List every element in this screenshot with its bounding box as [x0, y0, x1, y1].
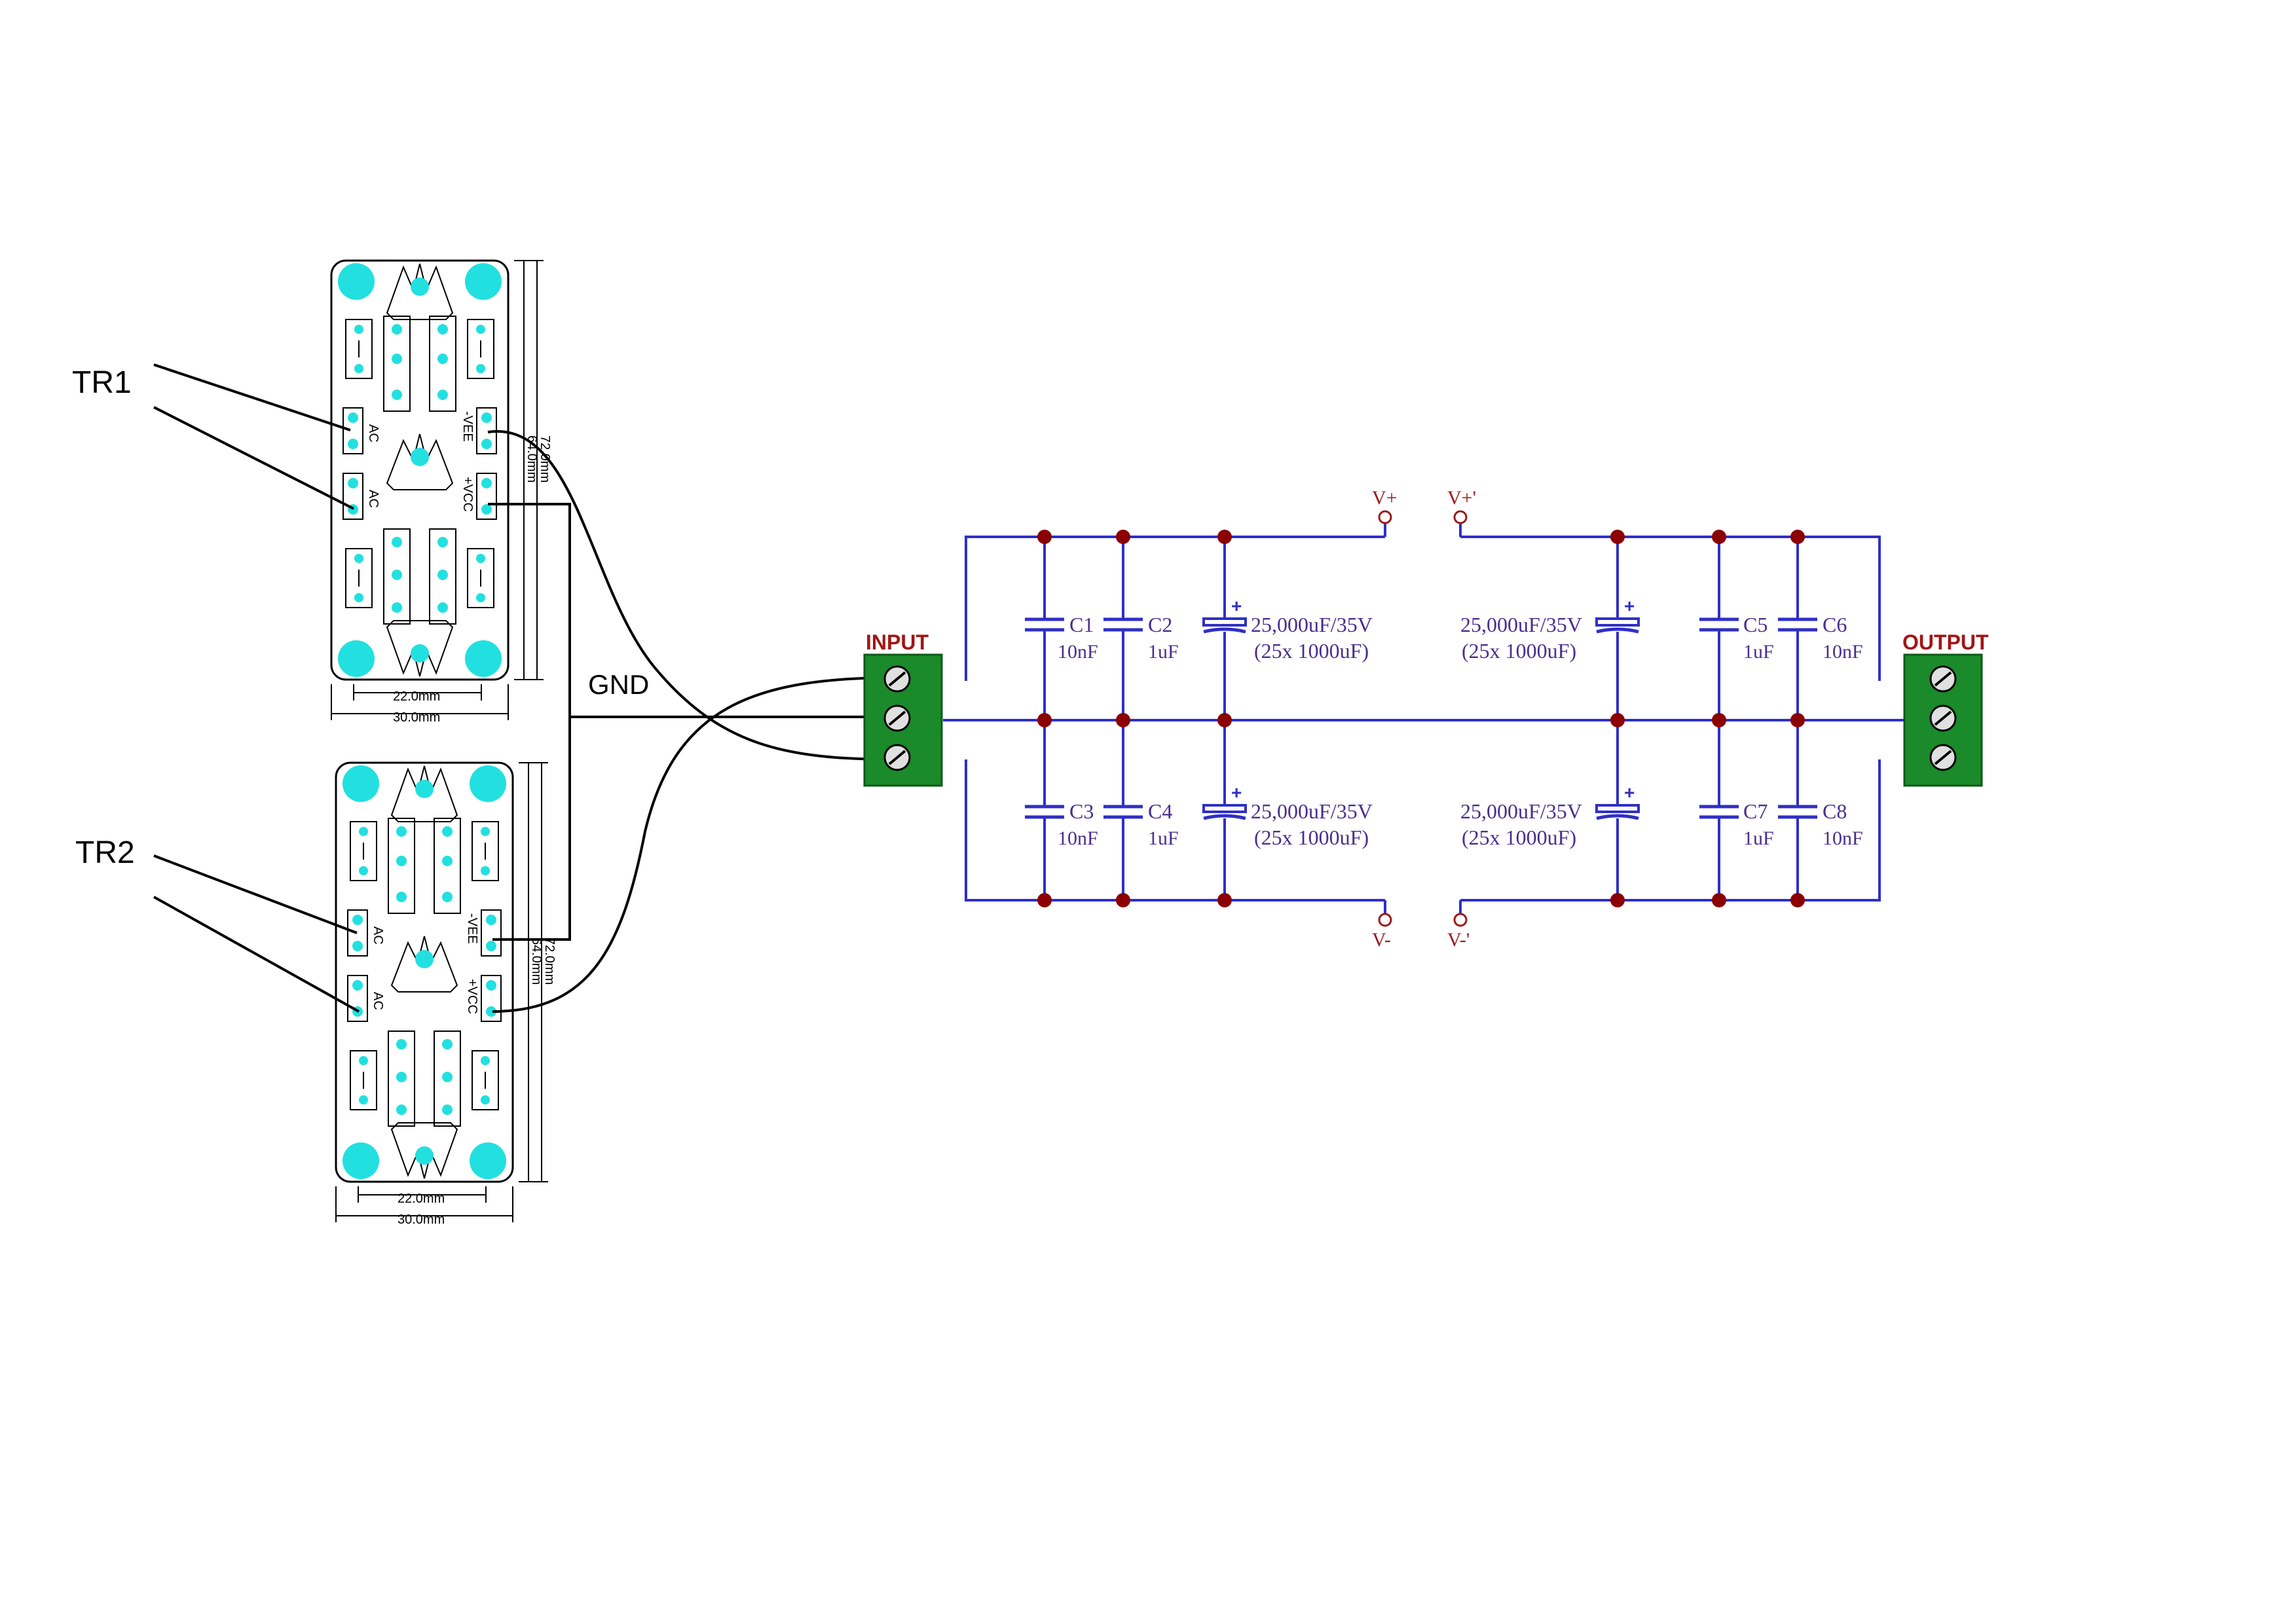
input-terminal-block	[863, 653, 943, 787]
pcb-to-input-wires	[487, 429, 898, 1013]
c3-ref: C3	[1069, 799, 1094, 823]
c1-ref: C1	[1069, 613, 1094, 636]
pcb1-dim-width-inner: 22.0mm	[393, 689, 440, 704]
bulk-cap-2-rating: 25,000uF/35V	[1460, 613, 1582, 636]
ceramic-capacitor-plates	[1025, 617, 1817, 819]
node-label-v-minus: V-	[1372, 929, 1391, 951]
pcb2-dim-height-inner: 64.0mm	[529, 938, 544, 985]
polarity-mark-2: +	[1624, 596, 1635, 616]
c7-ref: C7	[1743, 799, 1768, 823]
c6-ref: C6	[1823, 613, 1847, 636]
bulk-cap-4-composition: (25x 1000uF)	[1462, 826, 1576, 849]
label-tr1: TR1	[72, 365, 132, 400]
c8-ref: C8	[1823, 799, 1847, 823]
c1-value: 10nF	[1058, 641, 1098, 663]
pad-label-ac-4: AC	[371, 992, 385, 1010]
c4-value: 1uF	[1148, 828, 1179, 849]
output-terminal-title: OUTPUT	[1902, 630, 1989, 654]
pad-label-ac-1: AC	[366, 424, 380, 443]
electrolytic-capacitors	[1202, 617, 1640, 820]
c2-ref: C2	[1148, 613, 1172, 636]
pad-label-ac-3: AC	[371, 926, 385, 945]
pcb2-dim-width-inner: 22.0mm	[398, 1192, 445, 1206]
pcb1-dimensions	[331, 260, 544, 720]
label-tr2: TR2	[75, 835, 135, 870]
transformer-leads	[153, 363, 360, 1013]
pad-label-ac-2: AC	[366, 490, 380, 508]
node-label-v-plus: V+	[1372, 487, 1398, 509]
pcb2-dim-width-outer: 30.0mm	[398, 1213, 445, 1227]
bulk-cap-2-composition: (25x 1000uF)	[1462, 639, 1576, 663]
node-label-v-minus-prime: V-'	[1447, 929, 1470, 951]
pcb1-dim-width-outer: 30.0mm	[393, 710, 440, 725]
pcb-board-tr1: AC -VEE AC +VCC	[330, 259, 509, 681]
pcb2-dim-height-outer: 72.0mm	[542, 938, 557, 985]
c5-ref: C5	[1743, 613, 1768, 636]
junction-dots	[1037, 530, 1805, 907]
schematic-wires	[943, 520, 1906, 917]
c3-value: 10nF	[1058, 828, 1098, 849]
polarity-mark-1: +	[1231, 596, 1242, 616]
label-gnd: GND	[588, 669, 649, 700]
bulk-cap-3-composition: (25x 1000uF)	[1254, 826, 1369, 849]
output-terminal-block	[1903, 653, 1983, 787]
bulk-cap-3-rating: 25,000uF/35V	[1251, 799, 1373, 823]
pad-label-vcc-2: +VCC	[465, 979, 479, 1014]
pcb2-dimensions	[335, 762, 548, 1222]
pad-label-vee-2: -VEE	[465, 913, 479, 944]
node-label-v-plus-prime: V+'	[1447, 487, 1476, 509]
c6-value: 10nF	[1823, 641, 1863, 663]
c8-value: 10nF	[1823, 828, 1863, 849]
pad-label-vee: -VEE	[460, 411, 475, 442]
c7-value: 1uF	[1743, 828, 1774, 849]
pcb1-dim-height-outer: 72.0mm	[538, 435, 552, 483]
c5-value: 1uF	[1743, 641, 1774, 663]
c2-value: 1uF	[1148, 641, 1179, 663]
polarity-mark-3: +	[1231, 782, 1242, 803]
bulk-cap-4-rating: 25,000uF/35V	[1460, 799, 1582, 823]
input-terminal-title: INPUT	[866, 630, 929, 654]
bulk-cap-1-rating: 25,000uF/35V	[1251, 613, 1373, 636]
pcb-board-tr2: AC -VEE AC +VCC	[335, 761, 514, 1183]
node-terminals	[1378, 510, 1468, 927]
pad-label-vcc: +VCC	[460, 477, 475, 512]
polarity-mark-4: +	[1624, 782, 1635, 803]
bulk-cap-1-composition: (25x 1000uF)	[1254, 639, 1369, 663]
c4-ref: C4	[1148, 799, 1172, 823]
